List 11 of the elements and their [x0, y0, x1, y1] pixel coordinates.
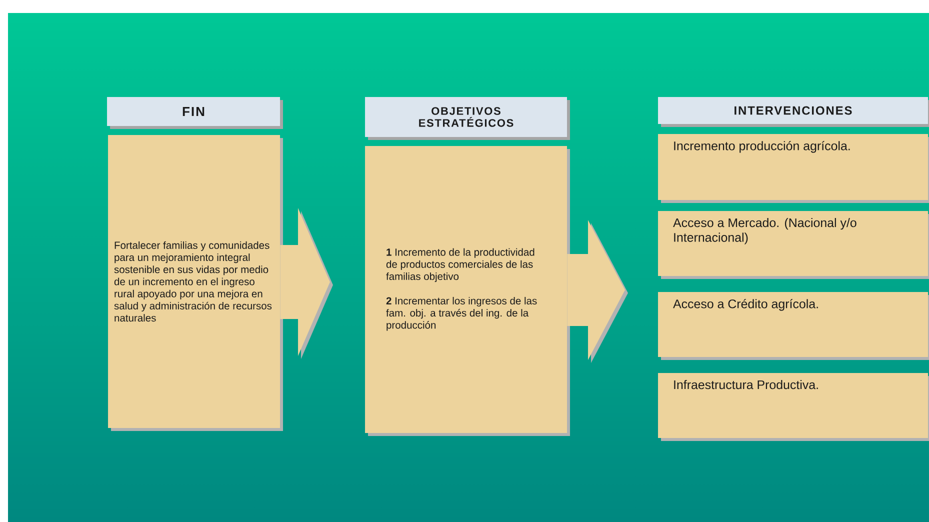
column-header: INTERVENCIONES	[658, 97, 928, 124]
content-box: 1 Incremento de la productividad de productos comerciales de las familias objetivo 2 Incrementar los ingresos de las fam. obj. a través del ing. de la producción	[365, 146, 567, 433]
text-box: Incremento producción agrícola.	[658, 134, 928, 200]
block-arrow	[280, 208, 330, 356]
text-box: Acceso a Mercado. (Nacional y/o Internacional)	[658, 211, 928, 276]
content-box: Fortalecer familias y comunidades para un mejoramiento integral sostenible en sus vidas por medio de un incremento en el ingreso rural apoyado por una mejora en salud y administración de recursos naturales	[108, 135, 280, 428]
block-arrow	[567, 220, 625, 360]
text-box: Infraestructura Productiva.	[658, 373, 928, 438]
column-header: FIN	[107, 97, 280, 126]
text-box: Acceso a Crédito agrícola.	[658, 292, 928, 357]
column-header: OBJETIVOS ESTRATÉGICOS	[365, 97, 567, 137]
